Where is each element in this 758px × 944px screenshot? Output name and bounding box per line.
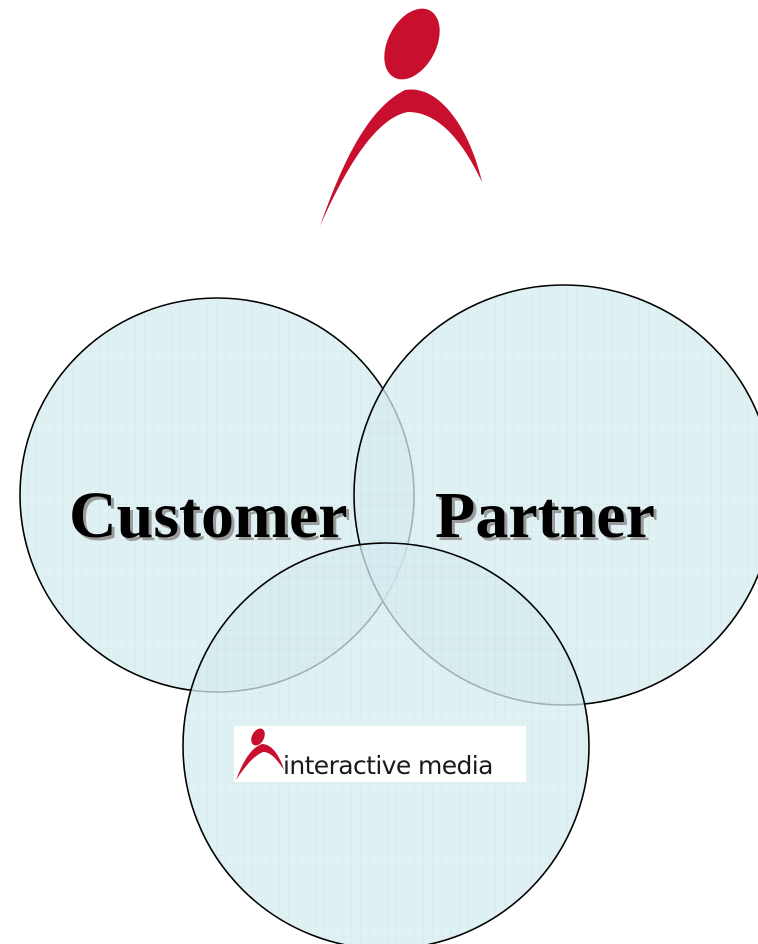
- customer-label-shadow: Customer: [72, 482, 351, 555]
- venn-circles: [19, 284, 758, 944]
- customer-label-group: Customer Customer: [69, 479, 351, 555]
- partner-label-group: Partner Partner: [435, 479, 658, 555]
- partner-label: Partner: [435, 479, 655, 552]
- top-logo-icon: [320, 8, 482, 226]
- brand-logo-text: interactive media: [283, 751, 493, 780]
- brand-logo: interactive media: [234, 726, 526, 782]
- customer-label: Customer: [69, 479, 348, 552]
- brand-logo-icon: [236, 728, 284, 780]
- partner-label-shadow: Partner: [438, 482, 658, 555]
